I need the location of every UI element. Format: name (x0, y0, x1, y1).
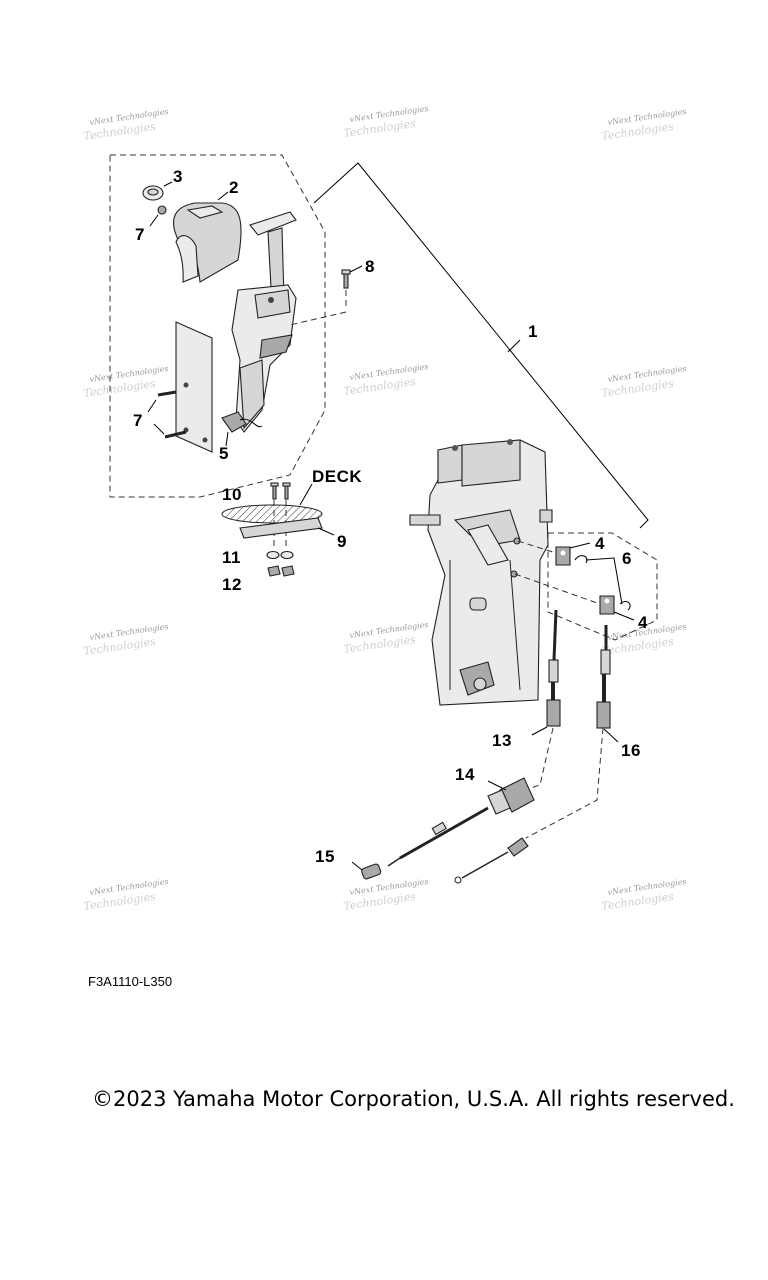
part-14-leader (487, 780, 507, 791)
part-7-leader-top (149, 214, 159, 227)
deck-label: DECK (312, 467, 362, 486)
part-15-cable-end (361, 863, 382, 880)
callout-1: 1 (528, 322, 538, 341)
callout-7-lower: 7 (133, 411, 143, 430)
part-8-screw (341, 269, 351, 289)
part-3-leader (163, 181, 173, 187)
right-group-boundary (547, 532, 658, 641)
part-1-remote-box (409, 439, 553, 706)
watermark: vNext Technologies Technologies (83, 364, 169, 400)
clip-dash-2 (514, 573, 601, 605)
callout-7-top: 7 (135, 225, 145, 244)
part-4-clip-bottom (599, 595, 615, 615)
callout-9: 9 (337, 532, 347, 551)
remote-control-lever (231, 211, 297, 433)
watermark: vNext Technologies Technologies (343, 362, 429, 398)
part-16-rod (596, 625, 611, 729)
callout-2: 2 (229, 178, 239, 197)
watermark: vNext Technologies Technologies (601, 877, 687, 913)
callout-4-bottom: 4 (638, 613, 648, 632)
cable-dash-16 (525, 727, 604, 839)
watermark: vNext Technologies Technologies (343, 877, 429, 913)
watermark: vNext Technologies Technologies (601, 364, 687, 400)
callout-14: 14 (455, 765, 475, 784)
left-group-boundary (109, 154, 326, 498)
callout-5: 5 (219, 444, 229, 463)
cable-dash-13 (523, 727, 554, 791)
callout-13: 13 (492, 731, 512, 750)
deck-surface (221, 504, 323, 524)
part-9-plate (239, 517, 323, 539)
part-1-leader (313, 162, 649, 529)
part-11-washers (266, 550, 294, 560)
part-5-leader (225, 431, 229, 447)
watermark: vNext Technologies Technologies (83, 622, 169, 658)
callout-15: 15 (315, 847, 335, 866)
deck-leader (299, 483, 313, 506)
callout-16: 16 (621, 741, 641, 760)
part-5-switch (221, 411, 263, 433)
part-8-leader (349, 265, 363, 273)
side-plate (175, 321, 213, 453)
watermark: vNext Technologies Technologies (343, 620, 429, 656)
part-3-cap (142, 185, 164, 201)
part-7-screw-top (157, 205, 167, 215)
part-10-bolts (270, 482, 291, 500)
clip-dash-1 (517, 540, 557, 554)
callout-11: 11 (222, 548, 241, 567)
watermark: vNext Technologies Technologies (601, 107, 687, 143)
part-14-cable-connector (487, 777, 535, 815)
shift-cable-1 (387, 806, 489, 867)
watermark: vNext Technologies Technologies (83, 877, 169, 913)
part-13-leader (531, 726, 548, 736)
part-16-leader (603, 728, 619, 743)
callout-8: 8 (365, 257, 375, 276)
watermark: vNext Technologies Technologies (83, 107, 169, 143)
part-4-clip-top (555, 546, 571, 566)
callout-3: 3 (173, 167, 183, 186)
callout-12: 12 (222, 575, 242, 594)
watermark: vNext Technologies Technologies (343, 104, 429, 140)
part-6-leader (585, 557, 623, 605)
part-9-leader (317, 527, 335, 536)
part-15-leader (351, 861, 363, 871)
part-2-cover (173, 202, 242, 283)
part-7-screws-lower (157, 390, 187, 439)
callout-6: 6 (622, 549, 632, 568)
part-13-rod (546, 609, 561, 727)
part-4-leader-bottom (613, 611, 635, 621)
part-4-leader-top (569, 542, 591, 549)
part-2-leader (217, 191, 229, 201)
callout-4-top: 4 (595, 534, 605, 553)
shift-cable-2 (454, 837, 529, 884)
part-8-dash2 (289, 311, 347, 326)
drawing-code: F3A1110-L350 (88, 974, 173, 989)
part-7-leader-lower-1 (147, 399, 157, 413)
callout-10: 10 (222, 485, 242, 504)
copyright-notice: ©2023 Yamaha Motor Corporation, U.S.A. A… (92, 1087, 735, 1111)
part-1-leader-tick (507, 339, 521, 353)
part-7-leader-lower-2 (153, 423, 165, 435)
part-12-nuts (267, 565, 295, 577)
